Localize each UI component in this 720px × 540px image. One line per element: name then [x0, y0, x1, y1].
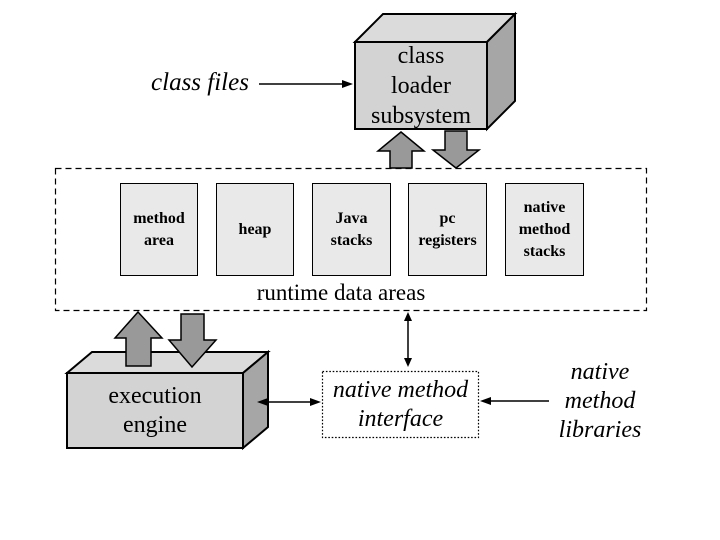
native-method-libraries-label: native method libraries — [558, 358, 642, 443]
arrow-down-execution-icon — [167, 313, 218, 369]
class-loader-box — [352, 11, 518, 132]
runtime-box-native-method-stacks: native method stacks — [505, 183, 584, 276]
pc-registers-label: pc registers — [418, 209, 477, 249]
runtime-box-method-area: method area — [120, 183, 198, 276]
arrow-up-classloader-icon — [375, 131, 427, 169]
class-loader-label: class loader subsystem — [370, 42, 471, 129]
execution-engine-box — [64, 349, 271, 451]
runtime-box-pc-registers: pc registers — [408, 183, 487, 276]
java-stacks-label: Java stacks — [330, 209, 373, 249]
class-files-arrow-icon — [259, 80, 353, 88]
arrow-libraries-interface-icon — [480, 397, 549, 405]
arrow-down-classloader-icon — [430, 130, 482, 169]
arrow-execution-interface-icon — [257, 398, 321, 406]
runtime-data-areas-region — [54, 167, 648, 312]
class-files-label: class files — [151, 69, 249, 96]
native-method-interface-box — [321, 370, 480, 439]
native-method-interface-label: native method interface — [332, 376, 469, 432]
execution-engine-label: execution engine — [108, 382, 202, 438]
heap-label: heap — [238, 220, 272, 238]
method-area-label: method area — [133, 209, 185, 249]
arrow-runtime-interface-icon — [404, 312, 412, 367]
runtime-data-areas-label: runtime data areas — [256, 280, 426, 305]
runtime-box-heap: heap — [216, 183, 294, 276]
native-method-stacks-label: native method stacks — [518, 198, 571, 260]
runtime-box-java-stacks: Java stacks — [312, 183, 391, 276]
arrow-up-execution-icon — [113, 310, 164, 367]
